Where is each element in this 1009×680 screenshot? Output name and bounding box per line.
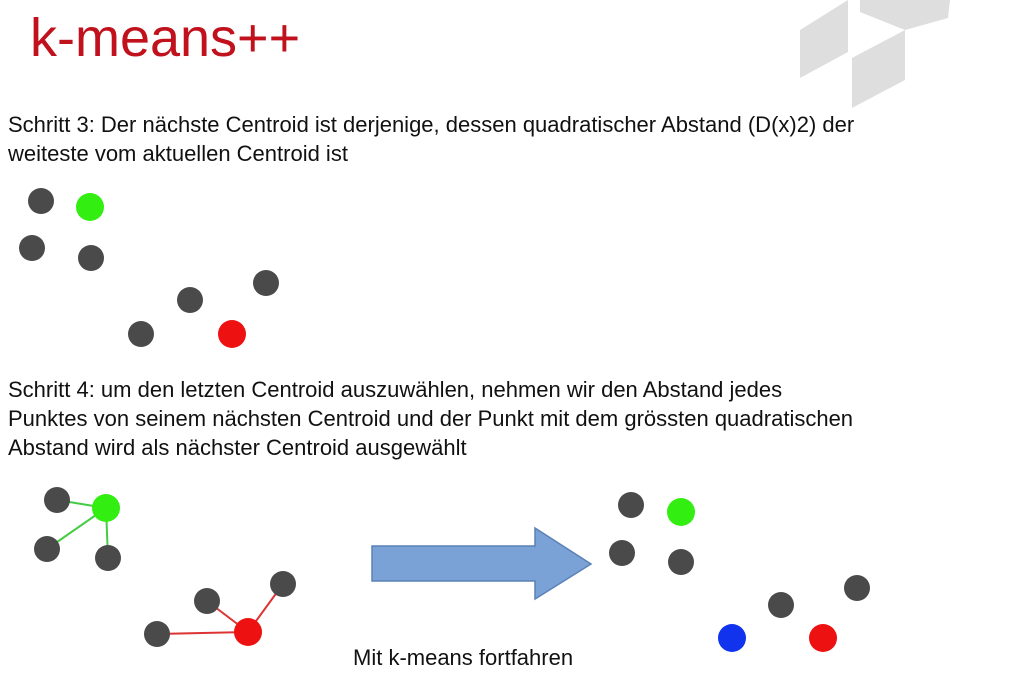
data-point <box>668 549 694 575</box>
cube-logo-icon <box>800 0 950 108</box>
right-arrow-icon <box>371 526 593 601</box>
step3-line-2: weiteste vom aktuellen Centroid ist <box>8 141 348 166</box>
data-point <box>609 540 635 566</box>
step4-line-2: Punktes von seinem nächsten Centroid und… <box>8 406 854 431</box>
continue-caption: Mit k-means fortfahren <box>353 645 574 670</box>
red-centroid <box>218 320 246 348</box>
data-point <box>28 188 54 214</box>
data-point <box>144 621 170 647</box>
data-point <box>78 245 104 271</box>
step3-cluster <box>19 188 279 348</box>
data-point <box>253 270 279 296</box>
data-point <box>844 575 870 601</box>
data-point <box>194 588 220 614</box>
distance-line <box>156 631 249 635</box>
data-point <box>44 487 70 513</box>
data-point <box>95 545 121 571</box>
data-point <box>34 536 60 562</box>
step3-line-1: Schritt 3: Der nächste Centroid ist derj… <box>8 112 855 137</box>
step4-line-3: Abstand wird als nächster Centroid ausge… <box>8 435 467 460</box>
red-centroid <box>234 618 262 646</box>
data-point <box>768 592 794 618</box>
green-centroid <box>667 498 695 526</box>
page-title: k-means++ <box>30 8 301 68</box>
green-centroid <box>76 193 104 221</box>
blue-centroid <box>718 624 746 652</box>
green-centroid <box>92 494 120 522</box>
step4-distance-cluster <box>34 487 296 647</box>
data-point <box>618 492 644 518</box>
step4-text: Schritt 4: um den letzten Centroid auszu… <box>8 375 853 462</box>
data-point <box>19 235 45 261</box>
red-centroid <box>809 624 837 652</box>
data-point <box>128 321 154 347</box>
data-point <box>270 571 296 597</box>
step4-line-1: Schritt 4: um den letzten Centroid auszu… <box>8 377 783 402</box>
data-point <box>177 287 203 313</box>
step3-text: Schritt 3: Der nächste Centroid ist derj… <box>8 110 854 168</box>
step4-result-cluster <box>609 492 870 652</box>
